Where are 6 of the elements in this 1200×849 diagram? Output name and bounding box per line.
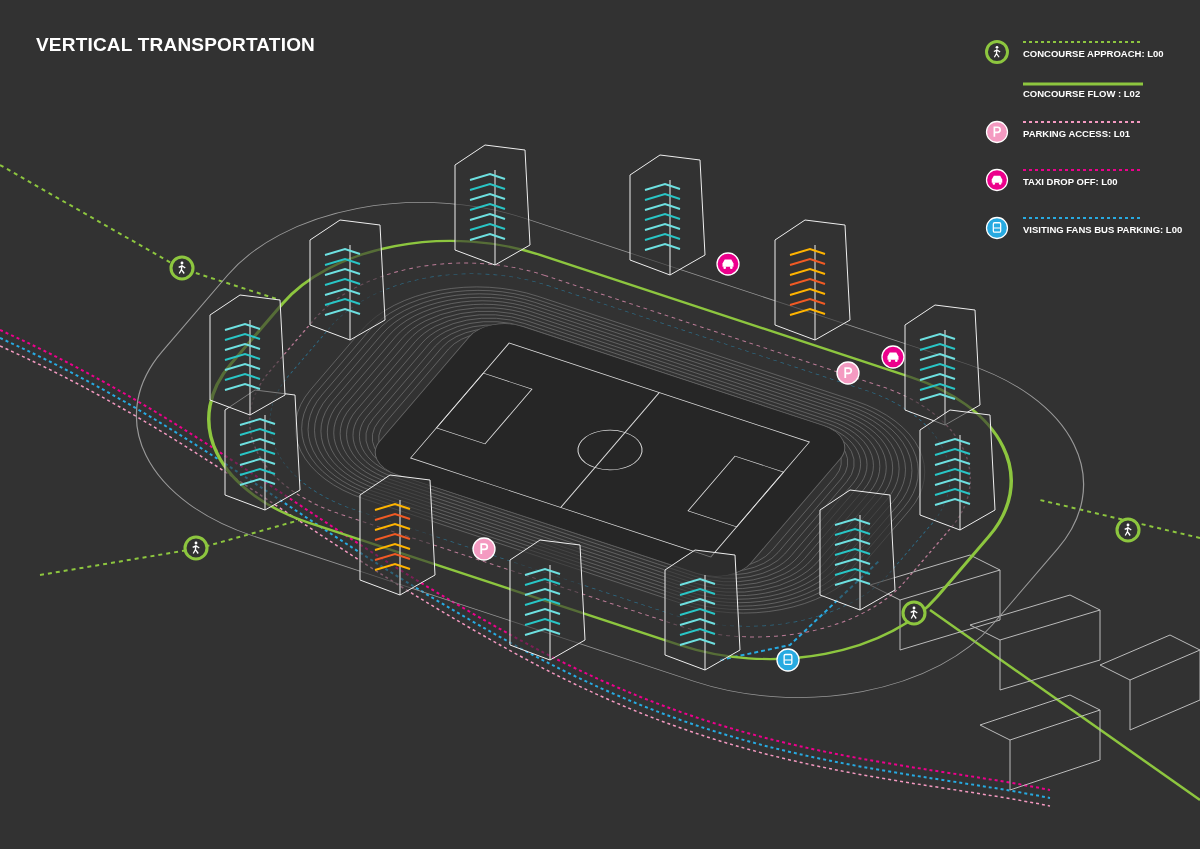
legend-label: CONCOURSE FLOW : L02 (1023, 88, 1141, 99)
legend-label: VISITING FANS BUS PARKING: L00 (1023, 224, 1183, 235)
legend-label: CONCOURSE APPROACH: L00 (1023, 48, 1164, 59)
legend-label: TAXI DROP OFF: L00 (1023, 176, 1118, 187)
legend-label: PARKING ACCESS: L01 (1023, 128, 1131, 139)
title: VERTICAL TRANSPORTATION (36, 34, 316, 56)
